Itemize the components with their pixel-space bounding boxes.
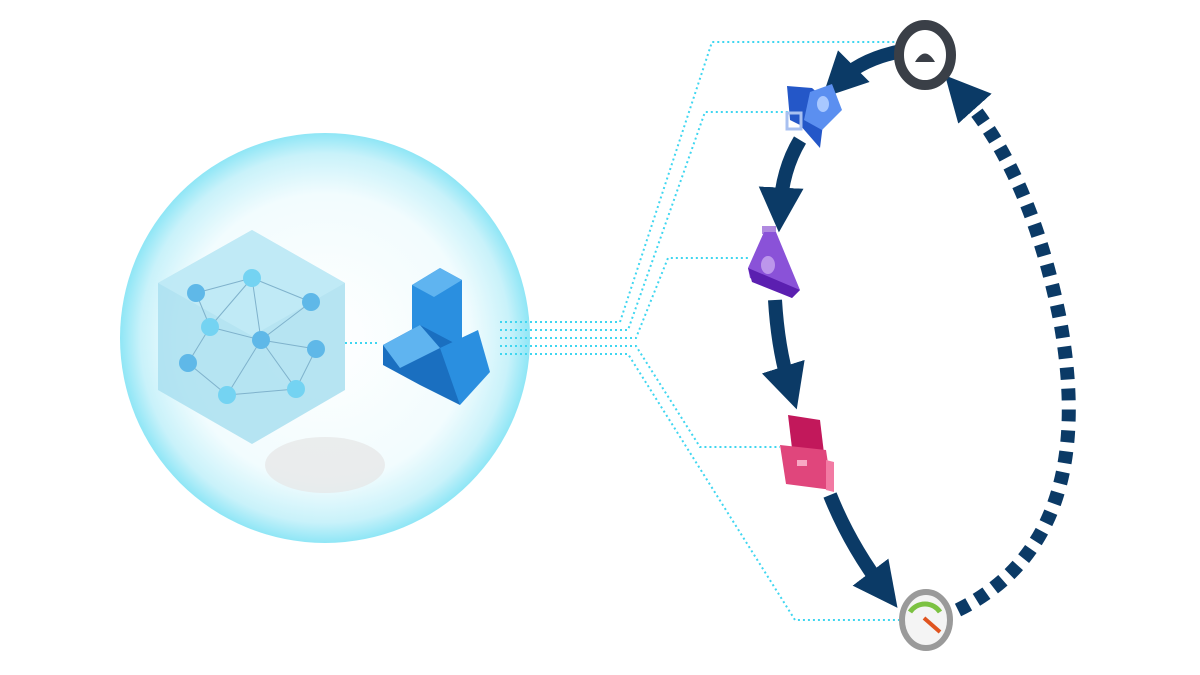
flow-arrows — [758, 45, 899, 608]
github-icon[interactable] — [894, 20, 956, 90]
experiment-flask-icon[interactable] — [748, 226, 800, 298]
arrow-gauge-to-github-dashed — [945, 75, 1076, 617]
arrow-pipelines-to-flask — [758, 136, 807, 233]
model-package-icon[interactable] — [780, 415, 834, 492]
azure-machine-learning-logo-icon — [383, 268, 490, 405]
network-graph-cube-icon — [158, 230, 345, 444]
arrow-github-to-pipelines — [822, 45, 899, 98]
arrow-flask-to-package — [761, 299, 805, 410]
connector-lines — [345, 41, 905, 621]
monitoring-gauge-icon[interactable] — [899, 589, 953, 651]
azure-devops-pipelines-icon[interactable] — [785, 84, 842, 148]
arrow-package-to-gauge — [823, 492, 898, 608]
